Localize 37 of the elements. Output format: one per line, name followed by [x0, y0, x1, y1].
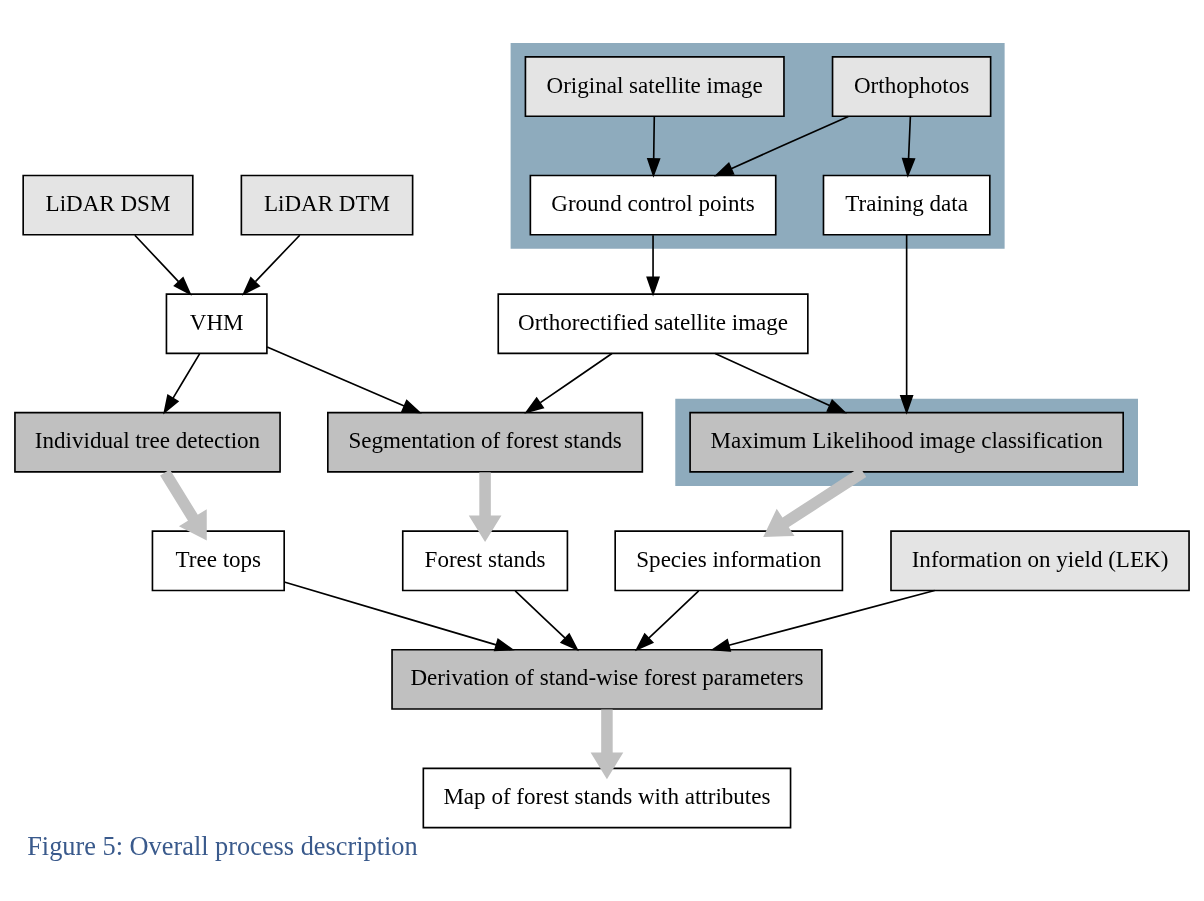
cluster	[510, 42, 1005, 249]
node-box: Orthophotos	[831, 56, 992, 118]
arrow	[283, 581, 515, 652]
caption: Figure 5: Overall process description	[27, 832, 418, 862]
arrow	[160, 469, 207, 541]
node-box: Orthorectified satellite image	[497, 293, 809, 355]
arrow	[590, 709, 624, 780]
node-box: Ground control points	[529, 174, 777, 236]
node-box: VHM	[165, 293, 268, 355]
arrow	[524, 352, 613, 414]
node-box: Information on yield (LEK)	[890, 530, 1190, 592]
arrow	[901, 115, 916, 178]
arrow	[514, 590, 579, 652]
node-box: Derivation of stand-wise forest parameters	[391, 648, 823, 710]
node-box: Original satellite image	[524, 56, 785, 118]
node-box: LiDAR DSM	[22, 174, 194, 236]
node-box: Forest stands	[401, 530, 569, 592]
arrow	[714, 352, 848, 414]
node-box: Map of forest stands with attributes	[422, 767, 792, 829]
arrow	[899, 234, 914, 415]
node-box: Segmentation of forest stands	[327, 411, 644, 473]
arrow	[646, 115, 661, 178]
arrow	[266, 346, 422, 414]
node-box: LiDAR DTM	[240, 174, 414, 236]
arrow	[163, 353, 201, 415]
arrow	[713, 115, 850, 177]
arrow	[241, 234, 301, 296]
arrow	[646, 234, 660, 297]
arrow	[468, 472, 502, 543]
arrow	[710, 589, 936, 652]
arrow	[634, 590, 700, 652]
node-box: Training data	[822, 174, 991, 236]
arrow	[134, 234, 192, 296]
node-box: Tree tops	[151, 530, 285, 592]
node-box: Individual tree detection	[14, 411, 281, 473]
node-box: Species information	[614, 530, 844, 592]
node-box: Maximum Likelihood image classification	[689, 411, 1124, 473]
